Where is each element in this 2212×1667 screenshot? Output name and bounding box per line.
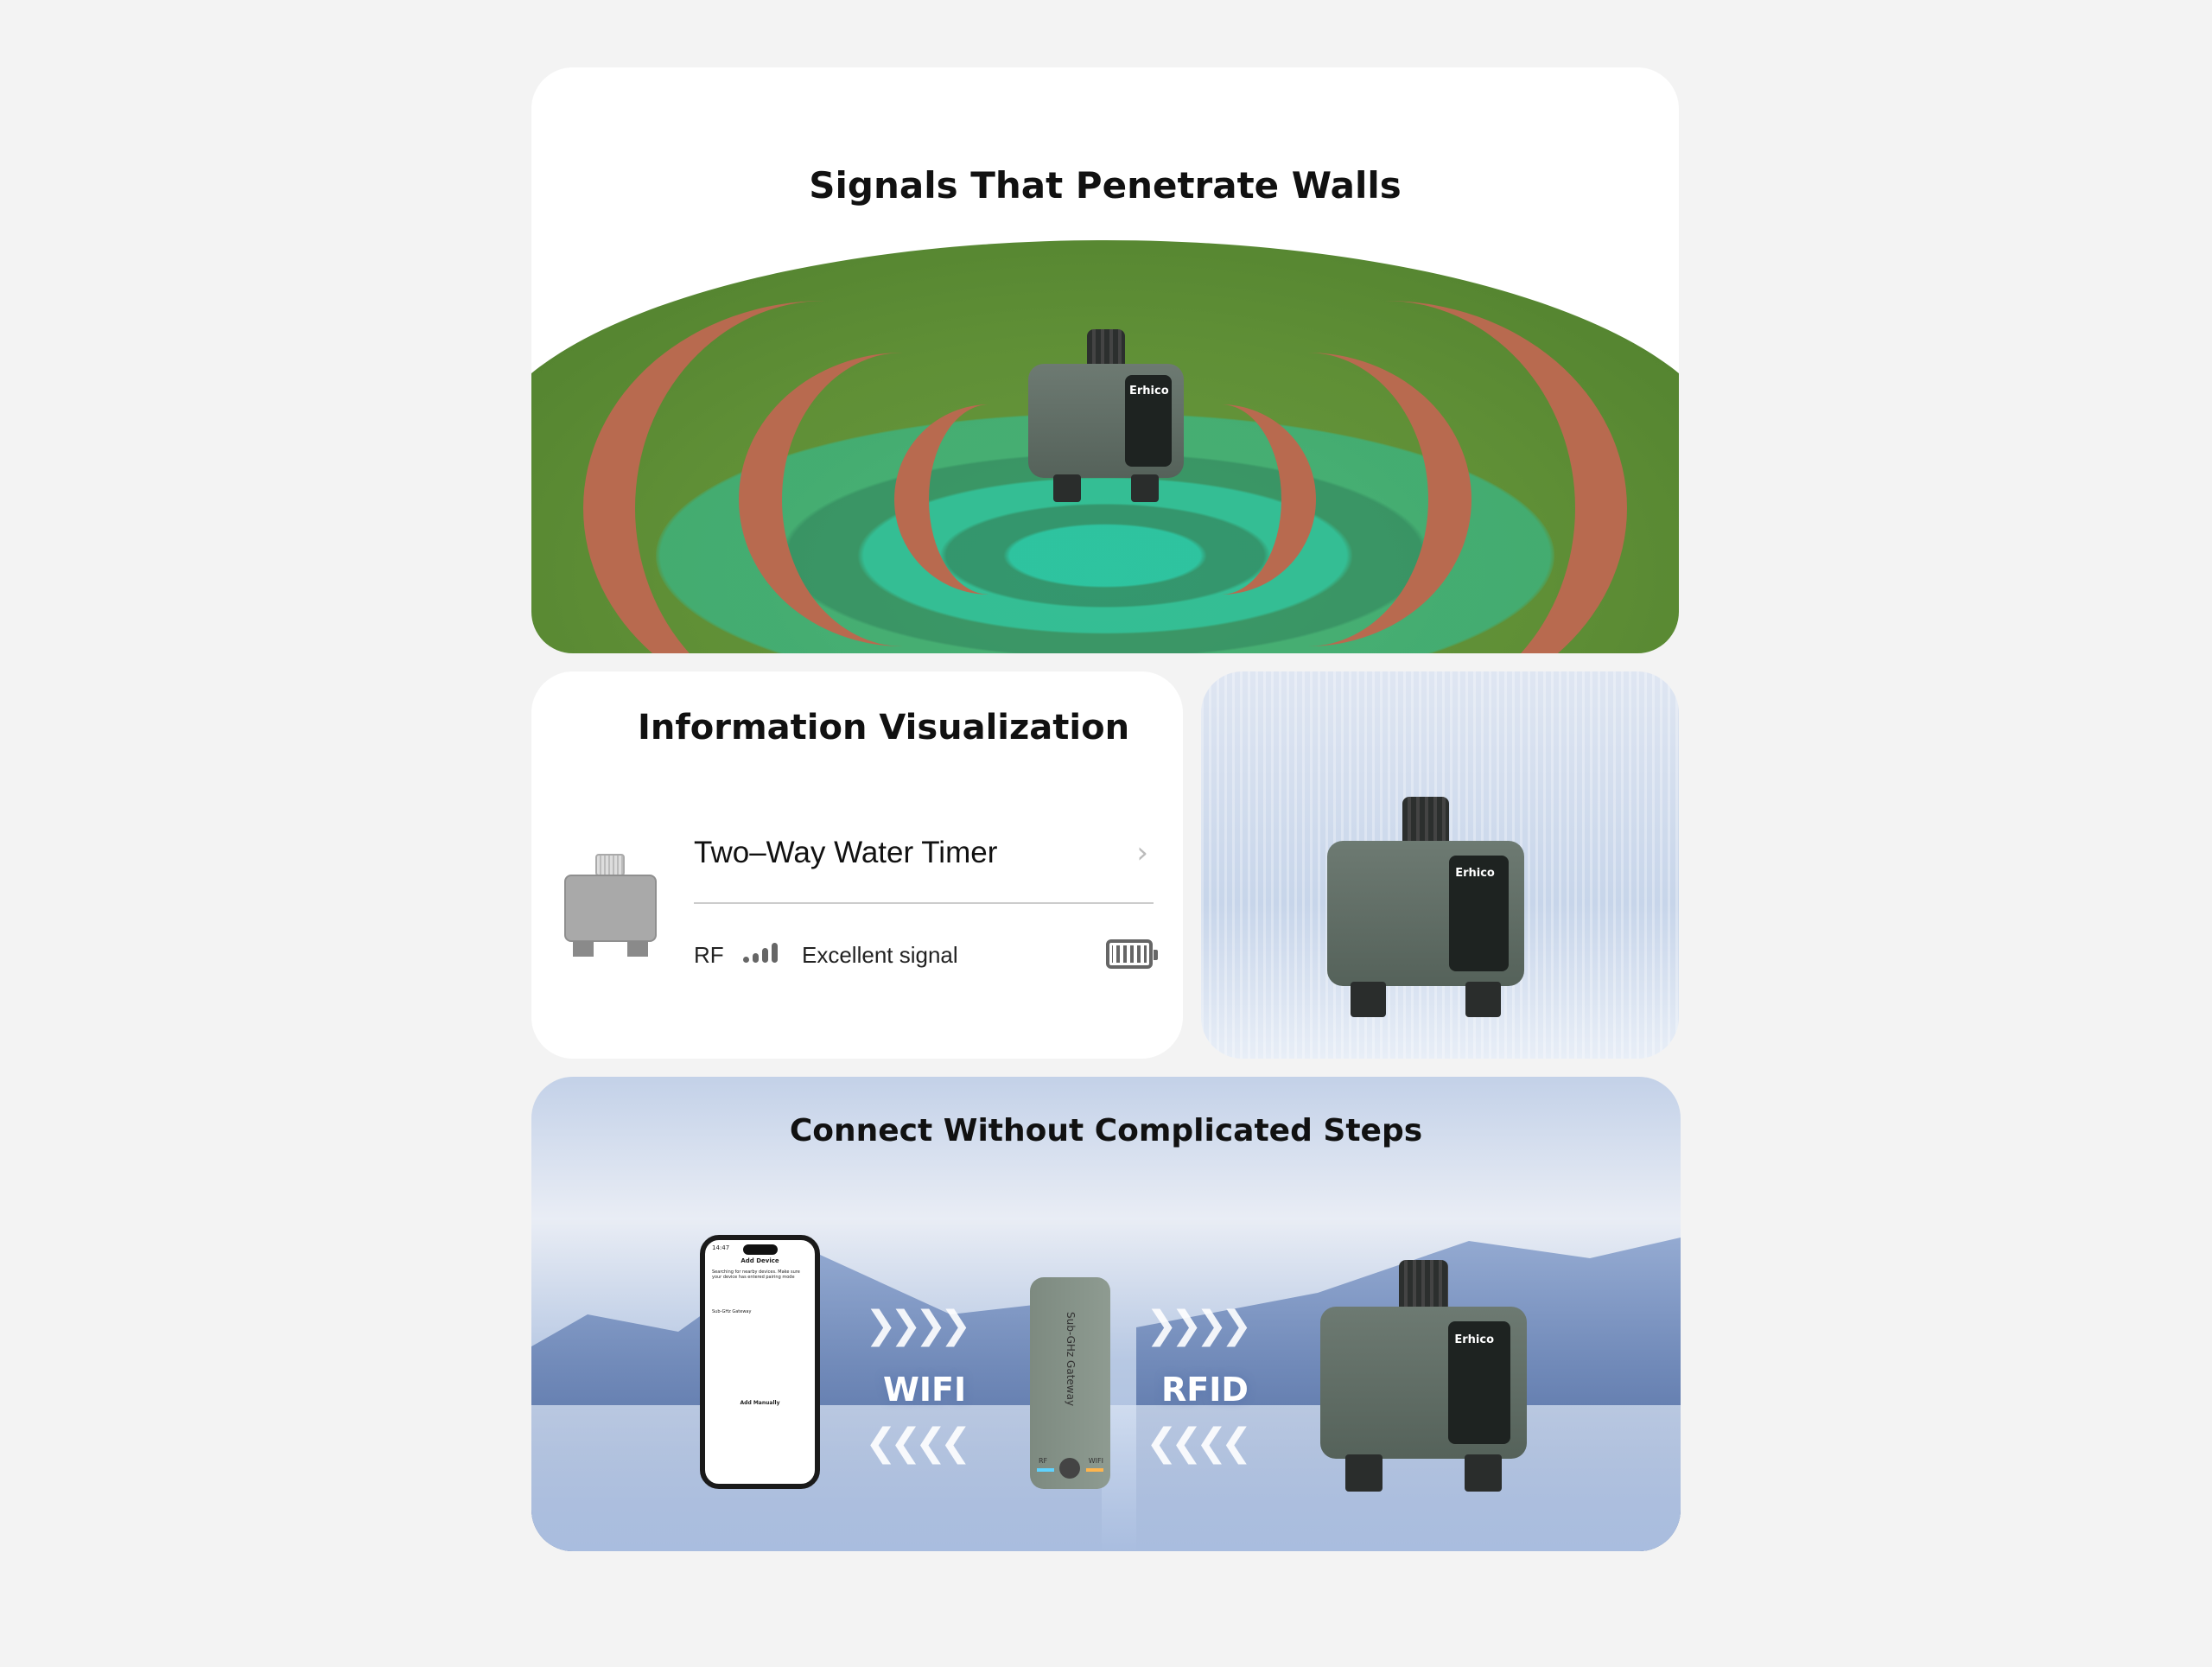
signal-bars-icon [743, 942, 786, 963]
water-timer-device: Erhico [1320, 1260, 1527, 1492]
link-label-rfid: RFID [1161, 1371, 1249, 1409]
battery-icon [1106, 939, 1158, 969]
signal-walls-card: Erhico Signals That Penetrate Walls [531, 67, 1679, 653]
chevron-right-icon[interactable]: › [1136, 836, 1148, 870]
section-title: Signals That Penetrate Walls [809, 164, 1402, 207]
arrows-left-icon: ❮❮❮❮ [865, 1421, 972, 1465]
water-timer-device: Erhico [1327, 797, 1524, 1017]
device-hero-card: Erhico [1201, 671, 1679, 1059]
divider [694, 902, 1154, 904]
protocol-label: RF [694, 942, 724, 968]
water-timer-device: Erhico [1028, 329, 1184, 502]
arrows-right-icon: ❯❯❯❯ [1146, 1303, 1253, 1347]
phone-mockup: 14:47 Add Device Searching for nearby de… [700, 1235, 820, 1489]
arrows-left-icon: ❮❮❮❮ [1146, 1421, 1253, 1465]
section-title: Connect Without Complicated Steps [789, 1113, 1423, 1148]
gateway-device: Sub-GHz Gateway RF WIFI [1030, 1277, 1110, 1489]
device-name[interactable]: Two–Way Water Timer [694, 836, 998, 869]
arrows-right-icon: ❯❯❯❯ [865, 1303, 972, 1347]
device-thumbnail [564, 854, 657, 957]
section-title: Information Visualization [638, 708, 1130, 748]
signal-status: Excellent signal [802, 942, 958, 968]
connect-steps-card: Connect Without Complicated Steps 14:47 … [531, 1077, 1681, 1551]
info-visualization-card: Information Visualization Two–Way Water … [531, 671, 1183, 1059]
link-label-wifi: WIFI [883, 1371, 967, 1409]
